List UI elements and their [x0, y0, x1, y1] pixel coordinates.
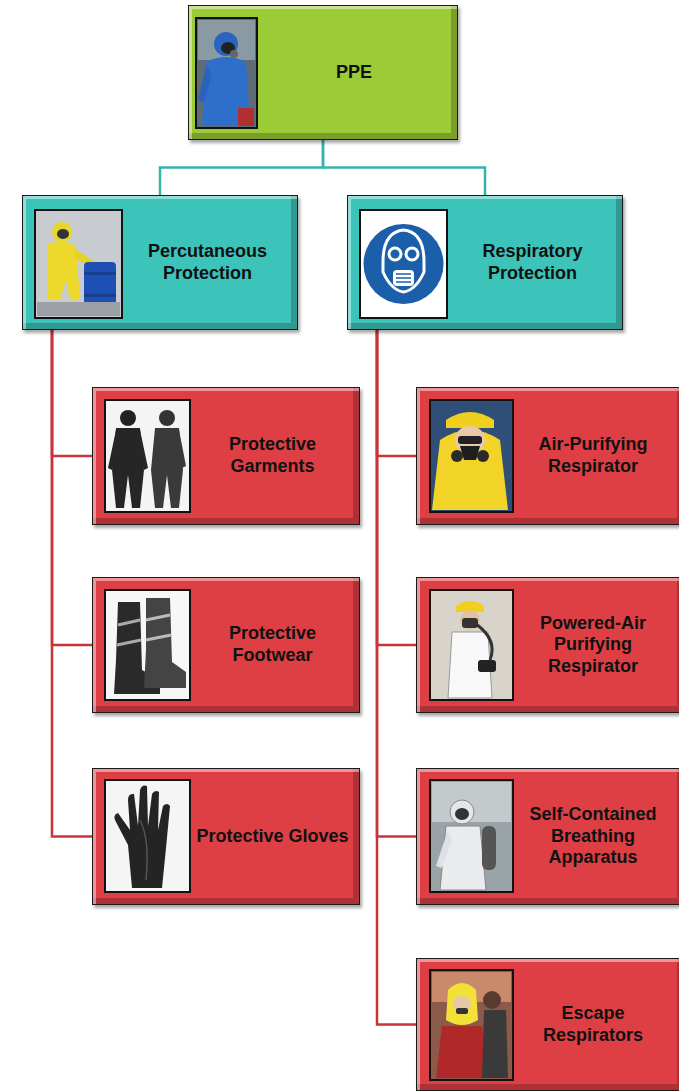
- tree-connector: [377, 330, 416, 1025]
- papr-photo: [430, 590, 513, 700]
- tree-connector: [377, 330, 416, 645]
- ppe-photo: [196, 18, 257, 128]
- tree-connector: [160, 140, 323, 195]
- footwear-photo: [105, 590, 190, 700]
- text-area: Protective Gloves: [194, 775, 351, 898]
- item-box: Protective Footwear: [92, 577, 360, 713]
- node-label: PPE: [336, 62, 372, 84]
- text-area: Escape Respirators: [517, 965, 669, 1084]
- scba-photo: [430, 780, 513, 892]
- node-label: Powered-Air Purifying Respirator: [517, 613, 669, 678]
- respirator-sign: [360, 210, 447, 318]
- text-area: Protective Garments: [194, 394, 351, 518]
- text-area: Powered-Air Purifying Respirator: [517, 584, 669, 706]
- node-label: Protective Footwear: [194, 623, 351, 666]
- apr-photo: [430, 400, 513, 512]
- tree-connector: [52, 330, 92, 645]
- tree-connector: [323, 140, 485, 195]
- category-box: Respiratory Protection: [347, 195, 623, 330]
- percutaneous-photo: [35, 210, 122, 318]
- item-box: Self-Contained Breathing Apparatus: [416, 768, 679, 905]
- root-box: PPE: [188, 5, 458, 140]
- node-label: Escape Respirators: [517, 1003, 669, 1046]
- escape-photo: [430, 970, 513, 1080]
- tree-connector: [52, 330, 92, 456]
- node-label: Respiratory Protection: [451, 241, 614, 284]
- text-area: Protective Footwear: [194, 584, 351, 706]
- tree-connector: [377, 330, 416, 456]
- item-box: Powered-Air Purifying Respirator: [416, 577, 679, 713]
- item-box: Air-Purifying Respirator: [416, 387, 679, 525]
- node-label: Air-Purifying Respirator: [517, 434, 669, 477]
- text-area: Respiratory Protection: [451, 202, 614, 323]
- text-area: PPE: [261, 12, 447, 133]
- node-label: Percutaneous Protection: [126, 241, 289, 284]
- category-box: Percutaneous Protection: [22, 195, 298, 330]
- node-label: Protective Garments: [194, 434, 351, 477]
- item-box: Protective Gloves: [92, 768, 360, 905]
- garments-photo: [105, 400, 190, 512]
- text-area: Percutaneous Protection: [126, 202, 289, 323]
- item-box: Escape Respirators: [416, 958, 679, 1091]
- gloves-photo: [105, 780, 190, 892]
- node-label: Protective Gloves: [196, 826, 348, 848]
- text-area: Self-Contained Breathing Apparatus: [517, 775, 669, 898]
- node-label: Self-Contained Breathing Apparatus: [517, 804, 669, 869]
- text-area: Air-Purifying Respirator: [517, 394, 669, 518]
- tree-connector: [52, 330, 92, 837]
- item-box: Protective Garments: [92, 387, 360, 525]
- tree-connector: [377, 330, 416, 837]
